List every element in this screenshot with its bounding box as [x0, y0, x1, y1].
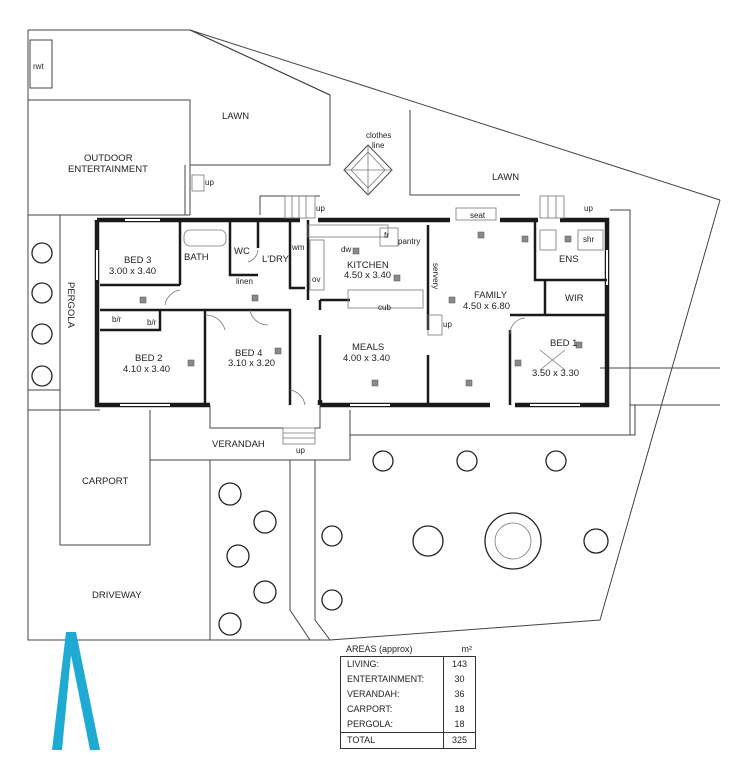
up-label-family: up	[584, 204, 593, 213]
wir-label: WIR	[565, 293, 584, 304]
areas-row: PERGOLA: 18	[341, 717, 475, 732]
ens-label: ENS	[559, 254, 579, 265]
bir2-label: b/r	[147, 318, 157, 327]
areas-row: VERANDAH: 36	[341, 687, 475, 702]
bir1-label: b/r	[112, 315, 122, 324]
bath-label: BATH	[184, 252, 209, 263]
steps	[191, 174, 565, 445]
lawn-top-label: LAWN	[222, 111, 249, 122]
bed3-label: BED 3	[124, 255, 151, 266]
areas-total-label: TOTAL	[341, 733, 444, 748]
verandah-edge	[209, 405, 283, 429]
shr-label: shr	[583, 235, 594, 244]
lawn-right-label: LAWN	[492, 172, 519, 183]
verandah-edge-right	[315, 405, 321, 429]
areas-row-value: 30	[454, 674, 465, 684]
windows	[96, 219, 608, 406]
areas-row: CARPORT: 18	[341, 702, 475, 717]
site-lines	[27, 29, 721, 641]
outdoor-label-2: ENTERTAINMENT	[68, 164, 148, 175]
bed3-dim: 3.00 x 3.40	[109, 266, 156, 277]
outdoor-label-1: OUTDOOR	[84, 153, 133, 164]
meals-label: MEALS	[352, 342, 384, 353]
areas-total-row: TOTAL 325	[341, 732, 475, 748]
kitchen-counters	[307, 224, 424, 309]
shower	[577, 229, 604, 251]
areas-row-label: LIVING:	[341, 657, 444, 672]
ov-label: ov	[312, 275, 320, 284]
areas-row-label: CARPORT:	[341, 702, 444, 717]
kitchen-dim: 4.50 x 3.40	[344, 270, 391, 281]
wc-label: WC	[234, 246, 250, 257]
carport-label: CARPORT	[82, 476, 128, 487]
kitchen-label: KITCHEN	[347, 260, 389, 271]
seat-label: seat	[470, 211, 486, 220]
pergola-label: PERGOLA	[65, 282, 76, 329]
areas-row-label: PERGOLA:	[341, 717, 444, 732]
areas-title: AREAS (approx)	[346, 644, 413, 654]
areas-row: ENTERTAINMENT: 30	[341, 672, 475, 687]
ldry-label: L'DRY	[262, 254, 290, 265]
door-swings	[164, 249, 526, 406]
areas-row-label: VERANDAH:	[341, 687, 444, 702]
areas-table: AREAS (approx) m² LIVING: 143 ENTERTAINM…	[340, 642, 476, 749]
areas-unit: m²	[461, 644, 473, 654]
up-label-outdoor: up	[205, 178, 214, 187]
fr-label: fr	[384, 231, 389, 240]
linen-label: linen	[236, 277, 253, 286]
areas-row-value: 18	[454, 719, 465, 729]
bed4-label: BED 4	[235, 348, 262, 359]
light-points	[139, 231, 583, 387]
areas-row-label: ENTERTAINMENT:	[341, 672, 444, 687]
wm-label: wm	[291, 243, 305, 252]
dw-label: dw	[341, 245, 351, 254]
meals-dim: 4.00 x 3.40	[343, 353, 390, 364]
cub-label: cub	[378, 303, 391, 312]
bath-tub	[183, 229, 227, 247]
pantry-label: pantry	[398, 237, 420, 246]
verandah-label: VERANDAH	[212, 439, 265, 450]
areas-header: AREAS (approx) m²	[340, 642, 476, 656]
bed1-label: BED 1	[550, 338, 577, 349]
bed2-dim: 4.10 x 3.40	[123, 364, 170, 375]
up-label-back: up	[316, 204, 325, 213]
areas-row-value: 18	[454, 704, 465, 714]
pergola-shrubs	[31, 242, 53, 387]
servery-label: servery	[431, 263, 440, 289]
bed4-dim: 3.10 x 3.20	[228, 358, 275, 369]
up-label-servery: up	[443, 320, 452, 329]
rwt-tank	[29, 39, 53, 89]
areas-total-value: 325	[451, 735, 468, 745]
up-label-verandah: up	[296, 446, 305, 455]
areas-row-value: 36	[454, 689, 465, 699]
areas-box: LIVING: 143 ENTERTAINMENT: 30 VERANDAH: …	[340, 656, 476, 749]
rwt-label: rwt	[33, 62, 44, 71]
driveway-label: DRIVEWAY	[92, 590, 142, 601]
agency-logo	[52, 632, 100, 750]
clothes-label-1: clothes	[366, 131, 391, 140]
areas-row: LIVING: 143	[341, 657, 475, 672]
house-walls	[94, 217, 610, 408]
clothes-line-icon	[343, 144, 393, 196]
garden-trees	[218, 450, 609, 636]
bed2-label: BED 2	[135, 353, 162, 364]
areas-row-value: 143	[451, 659, 468, 669]
interior-walls	[100, 220, 607, 405]
bed1-dim: 3.50 x 3.30	[532, 368, 579, 379]
bed1-marker	[539, 349, 566, 371]
family-label: FAMILY	[474, 290, 508, 301]
family-dim: 4.50 x 6.80	[463, 301, 510, 312]
ensuite-basin	[539, 229, 557, 251]
clothes-label-2: line	[372, 141, 385, 150]
